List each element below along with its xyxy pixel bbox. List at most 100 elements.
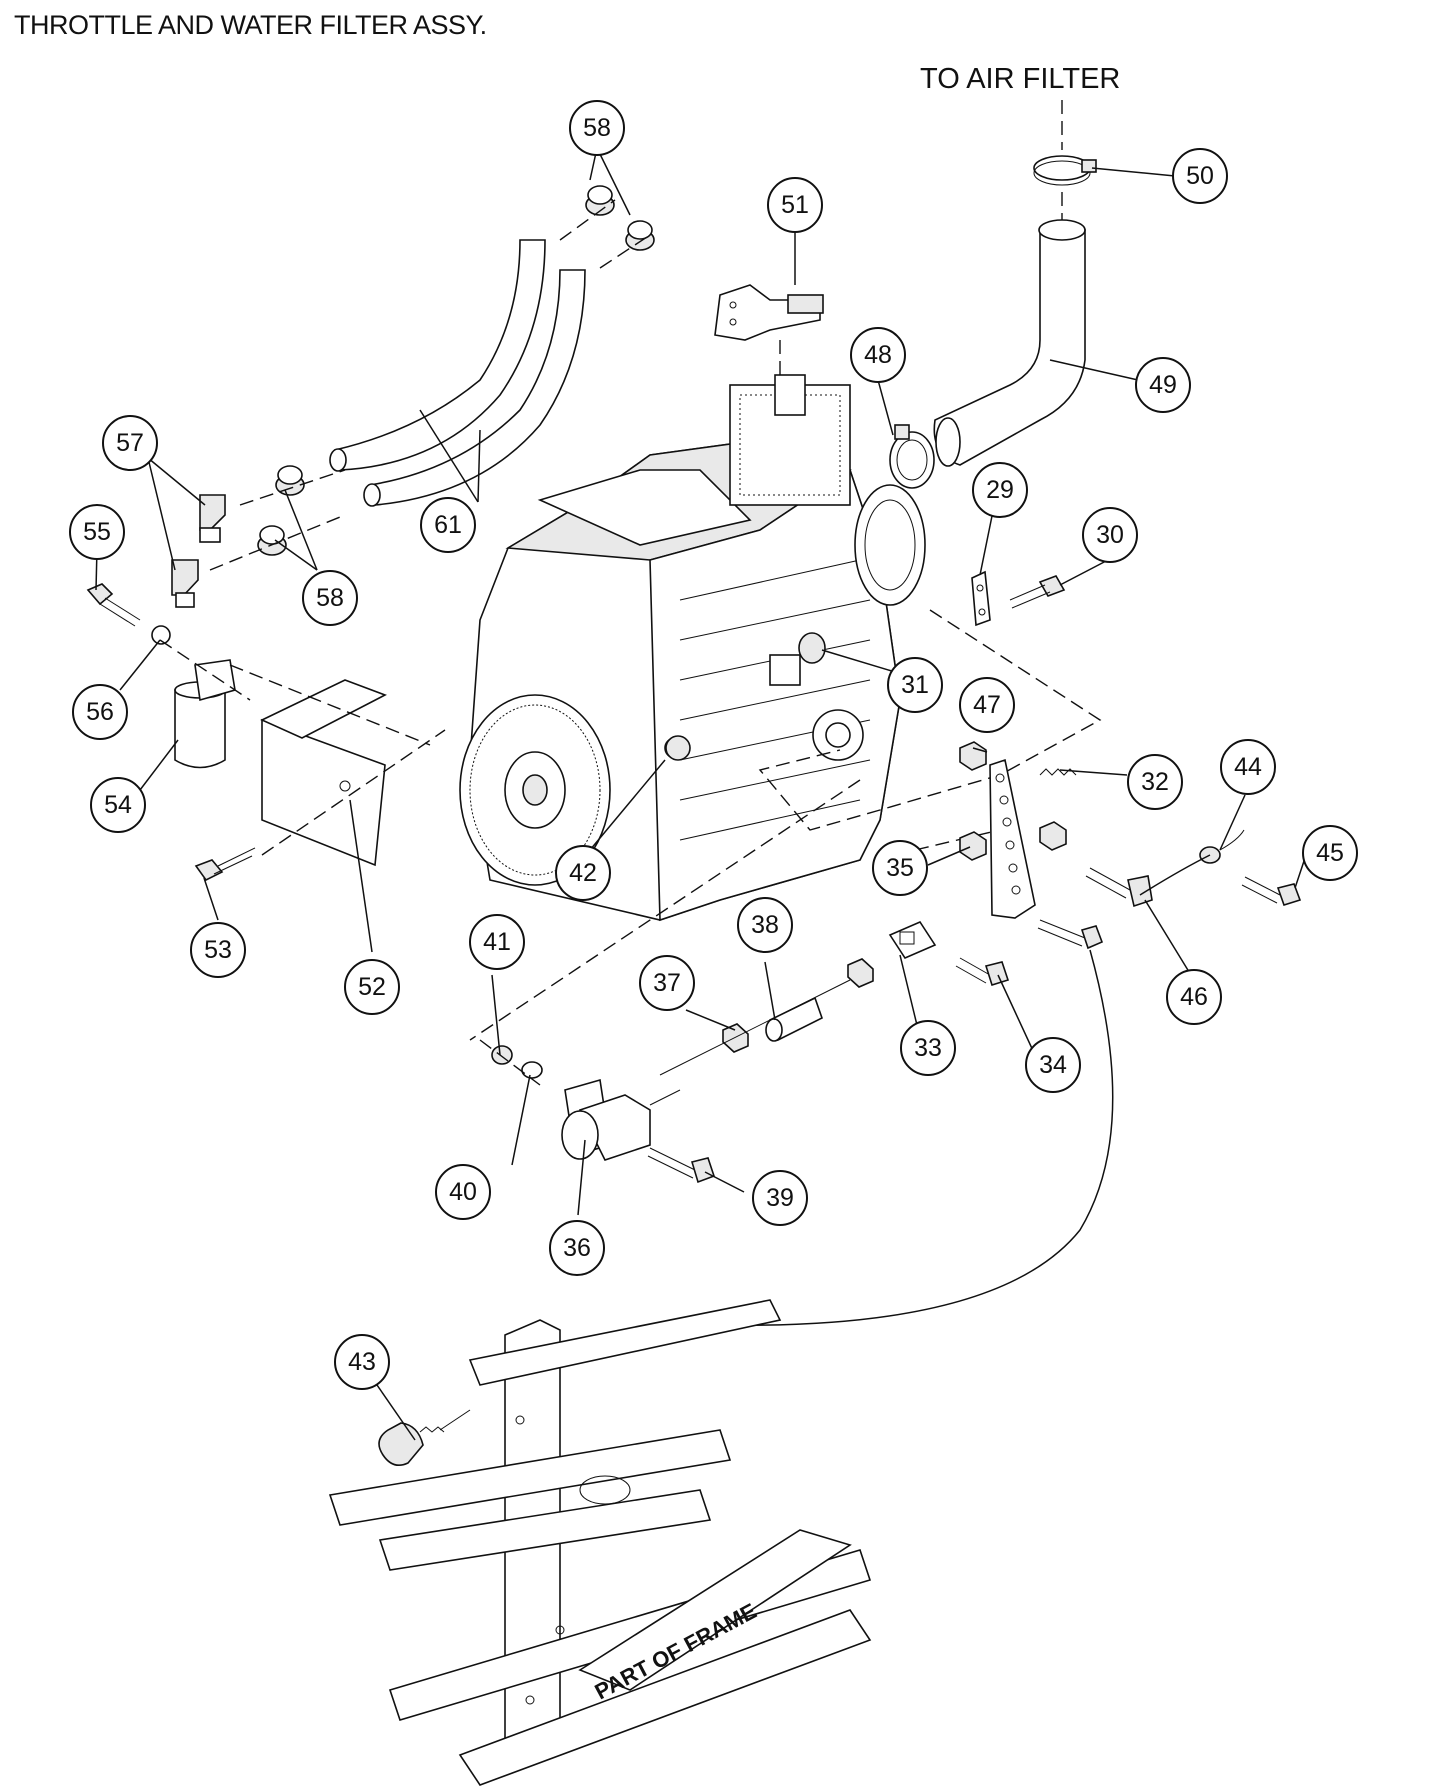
callout-31: 31: [887, 657, 943, 713]
svg-text:43: 43: [348, 1348, 376, 1376]
svg-text:40: 40: [449, 1178, 477, 1206]
svg-text:34: 34: [1039, 1051, 1067, 1079]
nut-lever: [1039, 821, 1067, 851]
callout-51: 51: [767, 177, 823, 233]
throttle-cable: [719, 949, 1114, 1326]
svg-text:57: 57: [116, 429, 144, 457]
clevis-33: [888, 920, 937, 960]
callout-44: 44: [1220, 739, 1276, 795]
bolt-39: [690, 1157, 716, 1184]
cable-connector-46: [1127, 875, 1153, 908]
svg-text:50: 50: [1186, 162, 1214, 190]
bolt-45: [1276, 883, 1302, 906]
solenoid-36: [561, 1078, 681, 1161]
callout-30: 30: [1082, 507, 1138, 563]
callout-57: 57: [102, 415, 158, 471]
engine-block: [459, 374, 926, 922]
svg-text:29: 29: [986, 476, 1014, 504]
frame: [328, 1299, 872, 1786]
svg-text:47: 47: [973, 691, 1001, 719]
svg-text:33: 33: [914, 1034, 942, 1062]
svg-text:46: 46: [1180, 983, 1208, 1011]
callout-39: 39: [752, 1170, 808, 1226]
throttle-lever: [989, 758, 1036, 919]
svg-text:56: 56: [86, 698, 114, 726]
svg-text:49: 49: [1149, 371, 1177, 399]
svg-text:48: 48: [864, 341, 892, 369]
callout-29: 29: [972, 462, 1028, 518]
nut-upper: [847, 958, 874, 988]
callout-49: 49: [1135, 357, 1191, 413]
callout-36: 36: [549, 1220, 605, 1276]
hose-clamp-48: [889, 424, 935, 489]
callout-58-top: 58: [569, 100, 625, 156]
svg-text:54: 54: [104, 791, 132, 819]
svg-text:55: 55: [83, 518, 111, 546]
callout-33: 33: [900, 1020, 956, 1076]
callout-52: 52: [344, 959, 400, 1015]
callout-53: 53: [190, 922, 246, 978]
svg-text:42: 42: [569, 859, 597, 887]
callout-42: 42: [555, 845, 611, 901]
svg-text:30: 30: [1096, 521, 1124, 549]
air-cleaner-bracket: [714, 284, 824, 341]
callout-54: 54: [90, 777, 146, 833]
callout-46: 46: [1166, 969, 1222, 1025]
svg-text:45: 45: [1316, 839, 1344, 867]
nut-47: [959, 741, 987, 771]
elbow-fittings: [171, 494, 226, 608]
callout-34: 34: [1025, 1037, 1081, 1093]
washer-56: [151, 625, 171, 645]
bolt-53: [194, 847, 256, 882]
throttle-knob-43: [378, 1409, 471, 1466]
svg-text:51: 51: [781, 191, 809, 219]
callout-40: 40: [435, 1164, 491, 1220]
mounting-plate: [260, 679, 387, 867]
washer-41: [491, 1045, 513, 1065]
bracket-29: [971, 570, 991, 627]
callout-35: 35: [872, 840, 928, 896]
washer-40: [521, 1061, 543, 1079]
water-filter: [174, 659, 236, 769]
hose-clamp-50: [1033, 155, 1097, 186]
callout-58-lower: 58: [302, 570, 358, 626]
svg-text:38: 38: [751, 911, 779, 939]
bolt-30: [1009, 575, 1066, 609]
svg-text:53: 53: [204, 936, 232, 964]
svg-text:35: 35: [886, 854, 914, 882]
callout-38: 38: [737, 897, 793, 953]
callout-37: 37: [639, 955, 695, 1011]
callout-47: 47: [959, 677, 1015, 733]
svg-text:39: 39: [766, 1184, 794, 1212]
callout-43: 43: [334, 1334, 390, 1390]
callout-55: 55: [69, 504, 125, 560]
spring-32: [1039, 768, 1077, 776]
hose-clamps-lower: [257, 465, 305, 556]
svg-text:52: 52: [358, 973, 386, 1001]
fitting-42: [665, 735, 691, 761]
svg-text:61: 61: [434, 511, 462, 539]
callout-45: 45: [1302, 825, 1358, 881]
callout-41: 41: [469, 914, 525, 970]
callout-56: 56: [72, 684, 128, 740]
air-hose: [933, 219, 1086, 467]
bolt-34: [984, 961, 1010, 987]
bolt-55: [86, 583, 141, 627]
svg-text:58: 58: [316, 584, 344, 612]
callout-61: 61: [420, 497, 476, 553]
svg-text:58: 58: [583, 114, 611, 142]
svg-text:44: 44: [1234, 753, 1262, 781]
nut-35: [959, 831, 987, 861]
callout-32: 32: [1127, 754, 1183, 810]
svg-text:37: 37: [653, 969, 681, 997]
fitting-31: [798, 632, 826, 664]
callout-50: 50: [1172, 148, 1228, 204]
air-filter-label: TO AIR FILTER: [920, 63, 1120, 95]
hose-clamps-top: [585, 185, 655, 251]
svg-text:32: 32: [1141, 768, 1169, 796]
svg-text:36: 36: [563, 1234, 591, 1262]
nut-37: [722, 1023, 749, 1053]
water-hoses: [329, 239, 586, 507]
svg-text:41: 41: [483, 928, 511, 956]
